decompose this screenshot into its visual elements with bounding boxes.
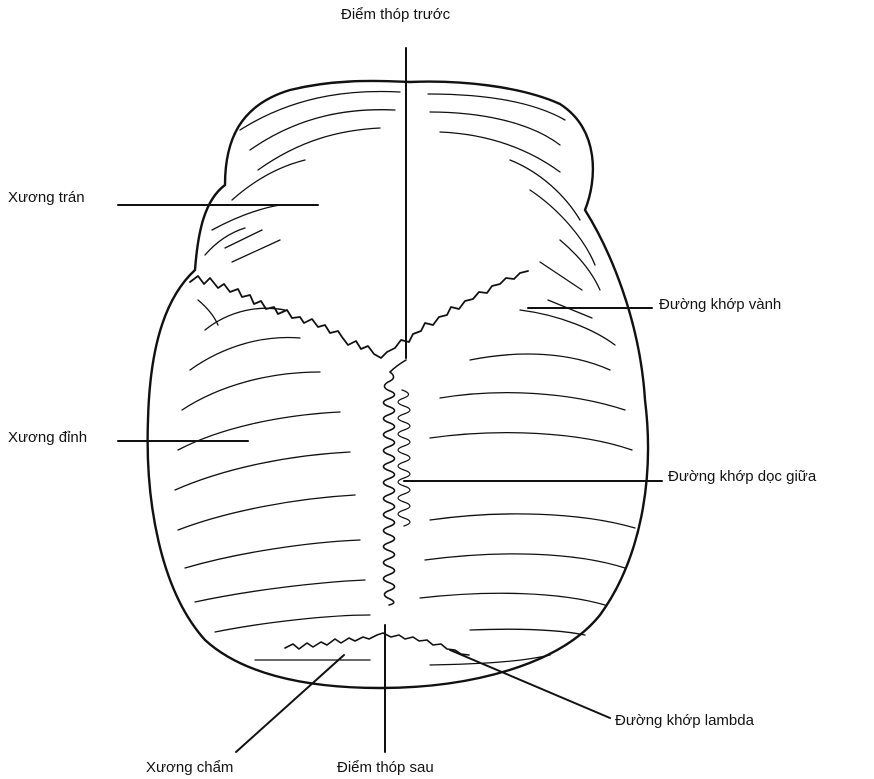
sagittal-suture-line <box>383 360 406 605</box>
lambdoid-suture-line <box>285 633 469 655</box>
label-parietal-bone: Xương đỉnh <box>8 429 87 447</box>
leader-lambdoid-suture <box>450 650 610 718</box>
label-posterior-fontanelle: Điểm thóp sau <box>337 759 434 777</box>
label-frontal-bone: Xương trán <box>8 189 85 207</box>
label-anterior-fontanelle: Điểm thóp trước <box>341 6 450 24</box>
label-sagittal-suture: Đường khớp dọc giữa <box>668 468 816 486</box>
label-coronal-suture: Đường khớp vành <box>659 296 781 314</box>
label-lambdoid-suture: Đường khớp lambda <box>615 712 754 730</box>
label-occipital-bone: Xương chẩm <box>146 759 233 777</box>
